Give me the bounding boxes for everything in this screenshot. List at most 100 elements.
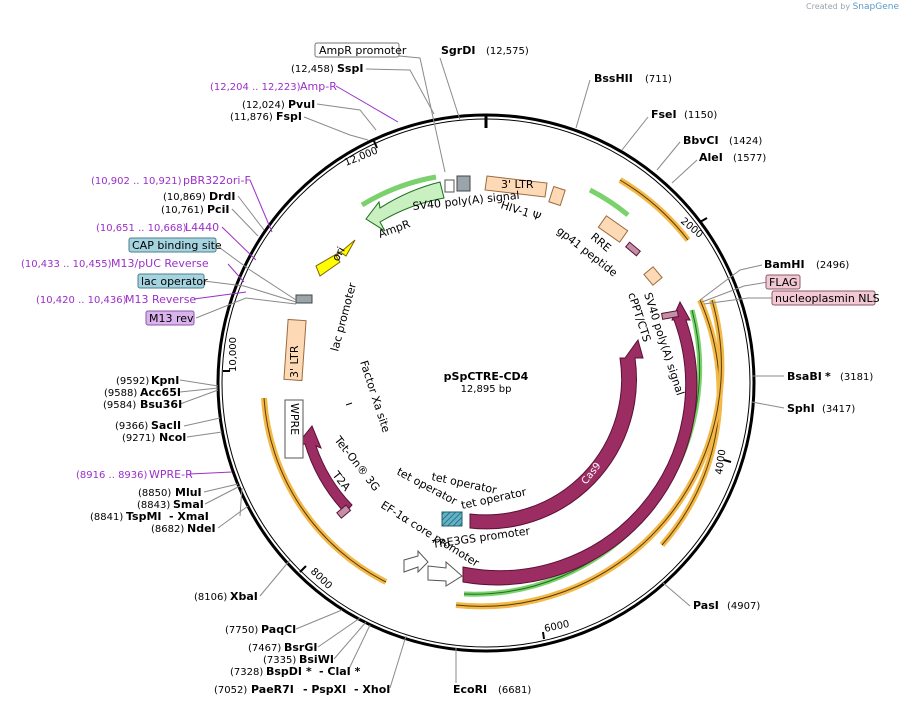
- leader-mlui: [203, 483, 239, 493]
- leader-primer-ampr: [335, 85, 399, 123]
- enzyme-bspdi: BspDI: [266, 665, 302, 678]
- brand-name: SnapGene: [852, 2, 899, 12]
- leader-m13rev-box: [195, 297, 297, 319]
- leader-lacop: [203, 280, 297, 303]
- enzyme-paer7i: PaeR7I: [251, 683, 294, 696]
- orange-ring-top-right-line: [619, 179, 689, 241]
- ef1a-arrow: [403, 549, 429, 574]
- tick-8000: [299, 565, 307, 573]
- enzyme-bsabi: BsaBI: [787, 370, 822, 383]
- primer-pbr322-pos: (10,902 .. 10,921): [91, 176, 182, 187]
- plasmid-length: 12,895 bp: [461, 384, 512, 395]
- enzyme-xbai: XbaI: [230, 590, 258, 603]
- tick-label-6000: 6000: [543, 619, 570, 635]
- leader-cap: [215, 244, 297, 301]
- primer-l4440-pos: (10,651 .. 10,668): [96, 223, 187, 234]
- enzyme-alei-pos: (1577): [733, 153, 766, 164]
- m13-rev-tag: [145, 310, 195, 326]
- hiv-psi-box: [548, 185, 566, 207]
- leader-bsrgi: [317, 617, 361, 648]
- enzyme-sspi-pos: (12,458): [291, 64, 334, 75]
- enzyme-drdi-pos: (10,869): [163, 192, 206, 203]
- leader-ncoi: [186, 431, 223, 438]
- enzyme-bsu36i: Bsu36I: [140, 398, 182, 411]
- enzyme-paqci: PaqCI: [261, 623, 296, 636]
- enzyme-bspdi-star: *: [306, 665, 312, 678]
- enzyme-ncoi-pos: (9271): [122, 433, 155, 444]
- enzyme-paqci-pos: (7750): [225, 625, 258, 636]
- leader-primer-l4440: [221, 226, 257, 261]
- ampr-promoter-tag-label: AmpR promoter: [319, 44, 407, 57]
- leader-sphi: [751, 401, 785, 409]
- cas9-outer-arrow: [462, 300, 698, 586]
- features: Cas9 Cas9 3' LTR ori 3' LTR WPRE: [283, 175, 698, 587]
- tick-label-4000: 4000: [714, 449, 728, 476]
- lac-operator-tag-label: lac operator: [141, 275, 208, 288]
- primer-wprer: WPRE-R: [149, 468, 193, 481]
- plasmid-name: pSpCTRE-CD4: [444, 370, 529, 383]
- wpre-box: [284, 399, 304, 459]
- lac-promoter-label: lac promoter: [328, 281, 359, 353]
- leader-sspi: [365, 68, 435, 115]
- enzyme-bsrgi: BsrGI: [284, 641, 317, 654]
- leader-acc65i: [179, 387, 219, 393]
- lac-operator-tag: [137, 273, 205, 289]
- leader-bbvci: [656, 141, 681, 171]
- cap-binding-tag-label: CAP binding site: [132, 239, 222, 252]
- enzyme-bsiwi: BsiWI: [299, 653, 334, 666]
- boxed-labels: AmpR promoter CAP binding site lac opera…: [128, 42, 880, 326]
- enzyme-bbvci: BbvCI: [683, 134, 719, 147]
- snapgene-brand: Created by SnapGene: [806, 2, 899, 12]
- primer-ampr: Amp-R: [300, 80, 337, 93]
- enzyme-pvui-pos: (12,024): [242, 100, 285, 111]
- enzyme-acc65i-pos: (9588): [104, 388, 137, 399]
- leader-fspi: [303, 116, 369, 141]
- enzyme-bamhi: BamHI: [764, 258, 805, 271]
- enzyme-drdi: DrdI: [209, 190, 236, 203]
- ori-label: ori: [329, 245, 347, 264]
- leader-bamhi: [699, 264, 763, 301]
- enzyme-smai-pos: (8843): [137, 500, 170, 511]
- ori-arrow: [315, 239, 356, 277]
- enzyme-kpni-pos: (9592): [116, 376, 149, 387]
- enzyme-tspmi: TspMI: [126, 510, 162, 523]
- leader-sacii: [183, 417, 221, 427]
- enzyme-bspdi-pos: (7328): [230, 667, 263, 678]
- primer-pbr322: pBR322ori-F: [183, 174, 251, 187]
- t2a-block: [336, 504, 352, 519]
- leader-bsiwi: [333, 621, 367, 660]
- primer-m13puc-pos: (10,433 .. 10,455): [21, 259, 112, 270]
- leader-nls: [703, 297, 772, 305]
- enzyme-mlui: MluI: [175, 486, 202, 499]
- enzyme-fsei: FseI: [651, 108, 677, 121]
- enzyme-fsei-pos: (1150): [684, 110, 717, 121]
- enzyme-sgrdi-pos: (12,575): [486, 46, 529, 57]
- ampr-promoter-tag: [314, 42, 400, 58]
- leader-primer-m13puc: [227, 263, 245, 283]
- enzyme-mlui-pos: (8850): [138, 488, 171, 499]
- orange-ring-right-line: [661, 299, 721, 546]
- tick-4000: [723, 459, 732, 463]
- m13-rev-tag-label: M13 rev: [149, 312, 194, 325]
- tre3gs-arrow: [427, 560, 463, 587]
- enzyme-kpni: KpnI: [151, 374, 179, 387]
- leader-paqci: [295, 609, 343, 630]
- enzyme-xmai: - XmaI: [169, 510, 209, 523]
- leader-xbai: [259, 559, 291, 597]
- orange-ring-left: [261, 397, 388, 585]
- primer-m13rev-pos: (10,420 .. 10,436): [36, 295, 127, 306]
- leader-kpni: [179, 379, 219, 387]
- enzyme-bsshii: BssHII: [594, 72, 633, 85]
- leader-lines: [179, 51, 785, 689]
- cppt-box: [661, 310, 679, 320]
- enzyme-sacii-pos: (9366): [115, 421, 148, 432]
- enzyme-bsiwi-pos: (7335): [263, 655, 296, 666]
- enzyme-pvui: PvuI: [288, 98, 315, 111]
- primer-m13puc: M13/pUC Reverse: [111, 257, 209, 270]
- enzyme-bsabi-star: *: [825, 370, 831, 383]
- leader-ndei: [217, 505, 249, 529]
- enzyme-fspi-pos: (11,876): [230, 112, 273, 123]
- leader-alei: [671, 159, 698, 184]
- enzyme-bbvci-pos: (1424): [729, 136, 762, 147]
- ampr-arrow: [365, 181, 445, 232]
